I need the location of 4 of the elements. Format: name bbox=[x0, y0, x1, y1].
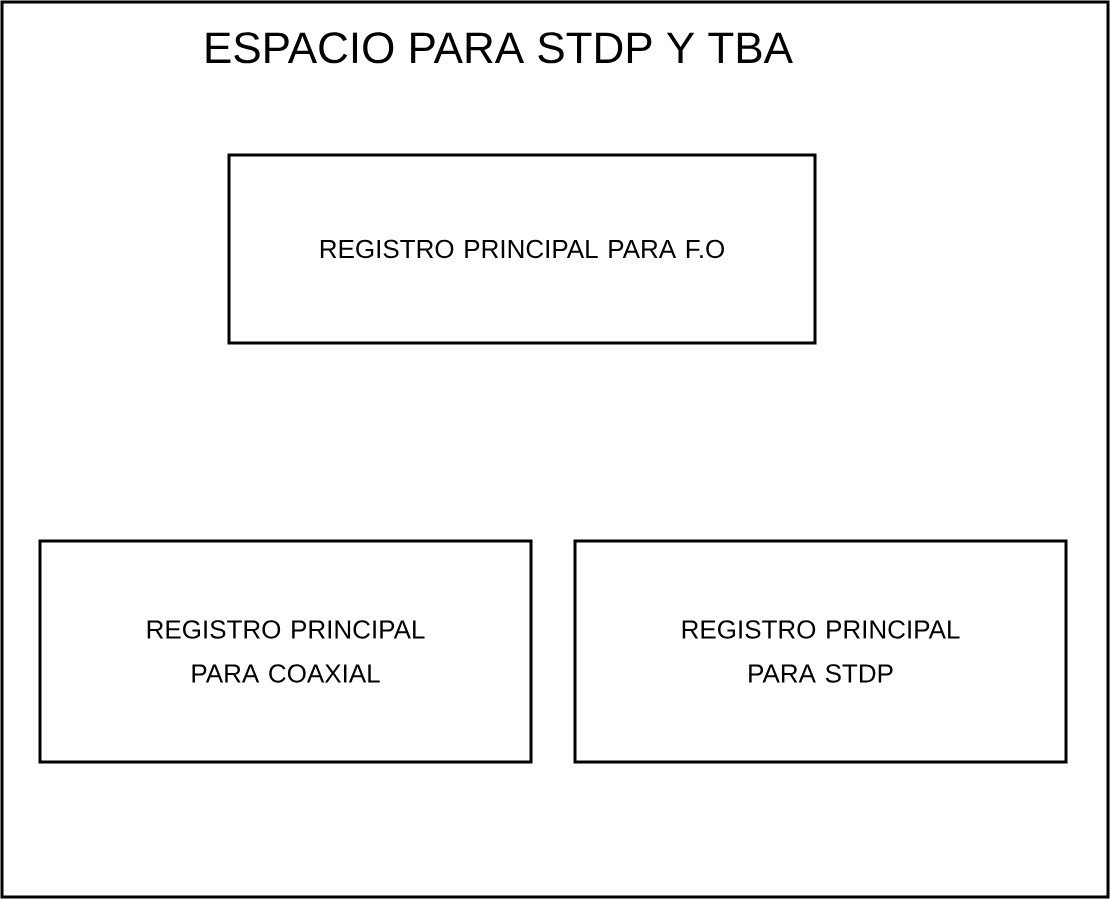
registry-box: REGISTRO PRINCIPAL PARA STDP bbox=[573, 539, 1068, 764]
area-title: ESPACIO PARA STDP Y TBA bbox=[206, 32, 793, 64]
registry-box: REGISTRO PRINCIPAL PARA COAXIAL bbox=[38, 539, 533, 764]
registry-box: REGISTRO PRINCIPAL PARA F.O bbox=[227, 153, 817, 345]
